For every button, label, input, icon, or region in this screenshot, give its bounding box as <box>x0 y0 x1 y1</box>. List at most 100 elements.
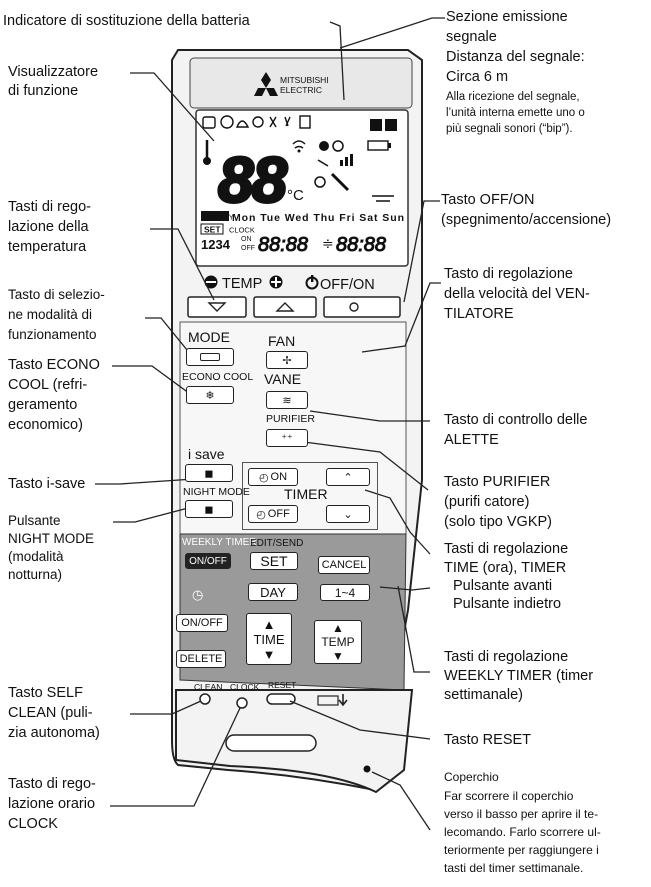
label-selfclean-3: zia autonoma) <box>8 725 100 741</box>
label-cover-1: Coperchio <box>444 770 499 784</box>
cover-dot <box>363 765 371 773</box>
label-weekly-1: Tasti di regolazione <box>444 649 569 665</box>
label-purifier-3: (solo tipo VGKP) <box>444 514 552 530</box>
label-selfclean-1: Tasto SELF <box>8 685 83 701</box>
offon-key-label: OFF/ON <box>320 277 375 293</box>
timer-on-button[interactable]: ◴ON <box>248 468 298 486</box>
purifier-label: PURIFIER <box>266 413 316 425</box>
lcd-set-tag: SET <box>204 225 221 235</box>
label-night-4: notturna) <box>8 567 63 582</box>
brand-line-2: ELECTRIC <box>280 85 323 95</box>
label-cover-5: teriormente per raggiungere i <box>444 843 599 857</box>
purifier-button[interactable]: ⁺⁺ <box>266 429 308 447</box>
edit-send-label: EDIT/SEND <box>250 538 304 549</box>
label-vane-2: ALETTE <box>444 432 499 448</box>
label-selfclean-2: CLEAN (puli- <box>8 705 93 721</box>
label-signal-2: segnale <box>446 29 497 45</box>
time-button[interactable]: ▲TIME▼ <box>246 613 292 665</box>
label-econo-3: geramento <box>8 397 78 413</box>
clean-button <box>199 693 211 705</box>
clock-icon: ◷ <box>192 587 204 602</box>
label-clock-3: CLOCK <box>8 816 58 832</box>
label-clock-1: Tasto di rego- <box>8 776 96 792</box>
label-vane-1: Tasto di controllo delle <box>444 412 588 428</box>
mitsubishi-logo-icon <box>254 72 278 96</box>
vane-button[interactable]: ≋ <box>266 391 308 409</box>
label-mode-1: Tasto di selezio- <box>8 287 105 302</box>
label-temp-3: temperatura <box>8 239 87 255</box>
fan-level-icons <box>314 140 394 202</box>
mode-label: MODE <box>188 329 230 345</box>
temp-up-button <box>253 296 317 318</box>
lcd-digits: 1234 <box>201 237 231 252</box>
label-fan-1: Tasto di regolazione <box>444 266 573 282</box>
battery-slot-icon <box>317 694 348 707</box>
offon-button <box>323 296 401 318</box>
lcd-days: Mon Tue Wed Thu Fri Sat Sun <box>232 212 404 224</box>
weekly-timer-label: WEEKLY TIMER <box>182 537 257 548</box>
econo-cool-button[interactable]: ❄ <box>186 386 234 404</box>
label-temp-1: Tasti di rego- <box>8 199 92 215</box>
label-cover-3: verso il basso per aprire il te- <box>444 807 599 821</box>
delete-button[interactable]: DELETE <box>176 650 226 668</box>
label-display-1: Visualizzatore <box>8 64 99 80</box>
isave-label: i save <box>188 446 225 462</box>
reset-button <box>266 693 296 705</box>
clock-label: CLOCK <box>230 682 260 692</box>
svg-text:≑: ≑ <box>322 235 334 251</box>
lcd-time-b: 88:88 <box>336 234 386 256</box>
label-purifier-1: Tasto PURIFIER <box>444 474 551 490</box>
lcd-on-tag: ON <box>241 236 252 243</box>
label-econo-1: Tasto ECONO <box>8 357 100 373</box>
label-night-2: NIGHT MODE <box>8 531 95 546</box>
label-distance-2: Circa 6 m <box>446 69 509 85</box>
vane-label: VANE <box>264 371 302 387</box>
label-cover-2: Far scorrere il coperchio <box>444 789 574 803</box>
timer-down-button[interactable]: ⌄ <box>326 505 370 523</box>
label-signal-note-3: più segnali sonori (“bip”). <box>446 123 573 135</box>
timer-off-button[interactable]: ◴OFF <box>248 505 298 523</box>
timer-box <box>242 462 378 530</box>
label-econo-2: COOL (refri- <box>8 377 88 393</box>
label-time-1: Tasti di regolazione <box>444 541 569 557</box>
set-button[interactable]: SET <box>250 552 298 570</box>
lcd-clock-tag: CLOCK <box>229 226 255 235</box>
cover-slot <box>225 734 317 752</box>
temp-down-button <box>187 296 247 318</box>
temp-button[interactable]: ▲TEMP▼ <box>314 620 362 664</box>
clock-button <box>236 697 248 709</box>
timer-label: TIMER <box>284 486 328 502</box>
leader-lines <box>95 17 445 831</box>
cancel-button[interactable]: CANCEL <box>318 556 370 574</box>
label-mode-3: funzionamento <box>8 327 97 342</box>
range-button[interactable]: 1~4 <box>320 584 370 601</box>
fan-button[interactable]: ✢ <box>266 351 308 369</box>
label-mode-2: ne modalità di <box>8 307 93 322</box>
label-weekly-3: settimanale) <box>444 687 523 703</box>
label-signal-note-2: l’unità interna emette uno o <box>446 107 585 119</box>
label-night-3: (modalità <box>8 549 64 564</box>
isave-button[interactable]: ◼ <box>185 464 233 482</box>
onoff-button-2[interactable]: ON/OFF <box>176 614 228 632</box>
day-button[interactable]: DAY <box>248 583 298 601</box>
label-offon-1: Tasto OFF/ON <box>441 192 535 208</box>
signal-window <box>189 57 413 109</box>
lcd-display <box>195 109 409 267</box>
lcd-celsius: °C <box>287 187 304 204</box>
mode-button[interactable] <box>186 348 234 366</box>
label-fan-2: della velocità del VEN- <box>444 286 590 302</box>
label-signal-1: Sezione emissione <box>446 9 568 25</box>
temp-key-label: TEMP <box>222 276 262 292</box>
label-temp-2: lazione della <box>8 219 89 235</box>
label-night-1: Pulsante <box>8 513 61 528</box>
night-mode-button[interactable]: ◼ <box>185 500 233 518</box>
label-weekly-2: WEEKLY TIMER (timer <box>444 668 594 684</box>
label-display-2: di funzione <box>8 83 79 99</box>
mode-icons <box>202 115 311 129</box>
lcd-weekly-tag: WEEKLY <box>203 213 234 222</box>
night-mode-label: NIGHT MODE <box>183 486 250 498</box>
timer-up-button[interactable]: ⌃ <box>326 468 370 486</box>
weekly-onoff-button[interactable]: ON/OFF <box>185 553 231 569</box>
label-time-4: Pulsante indietro <box>453 596 562 612</box>
lcd-off-tag: OFF <box>241 245 255 252</box>
